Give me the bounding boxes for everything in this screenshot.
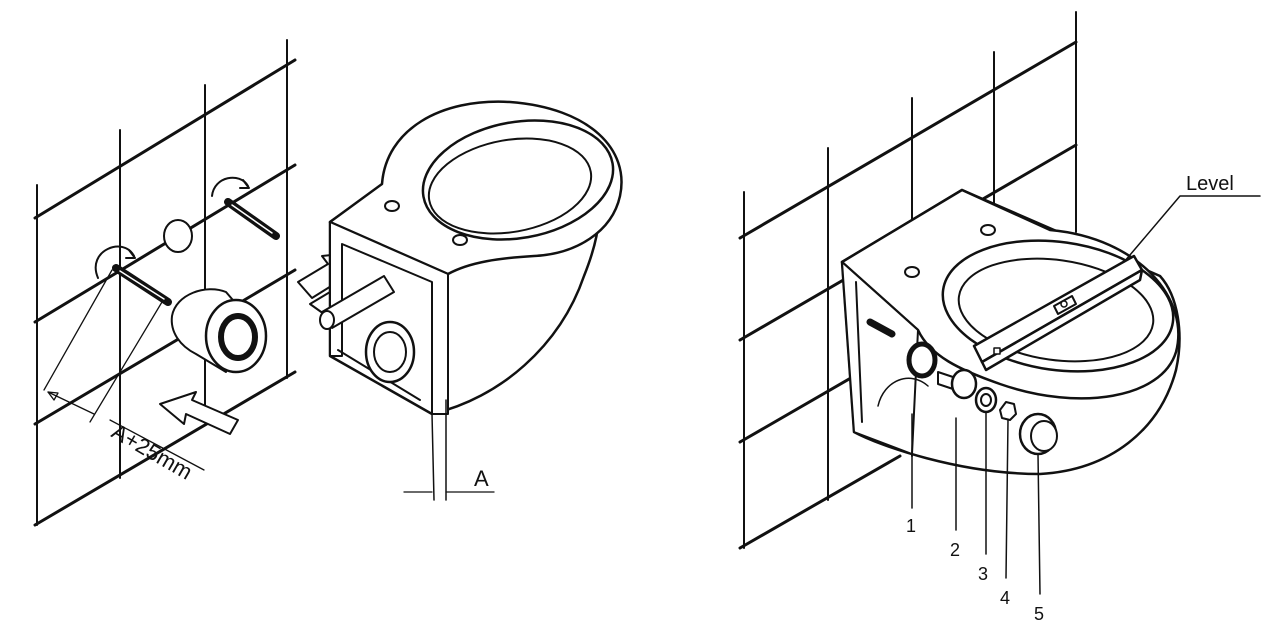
part-label-4: 4 [1000,588,1010,608]
part-label-2: 2 [950,540,960,560]
part-label-5: 5 [1034,604,1044,624]
part-leader-lines [911,411,1041,595]
part-label-1: 1 [906,516,916,536]
left-toilet-bowl [319,100,623,501]
spirit-level [972,195,1261,372]
part-label-3: 3 [978,564,988,584]
level-label: Level [1186,173,1234,195]
bowl-dimension-label: A [474,466,489,491]
waste-pipe-connector [170,288,268,374]
wall-dimension-lines [43,269,205,471]
wall-bolts [94,176,280,306]
left-wall-tiles [33,39,297,527]
